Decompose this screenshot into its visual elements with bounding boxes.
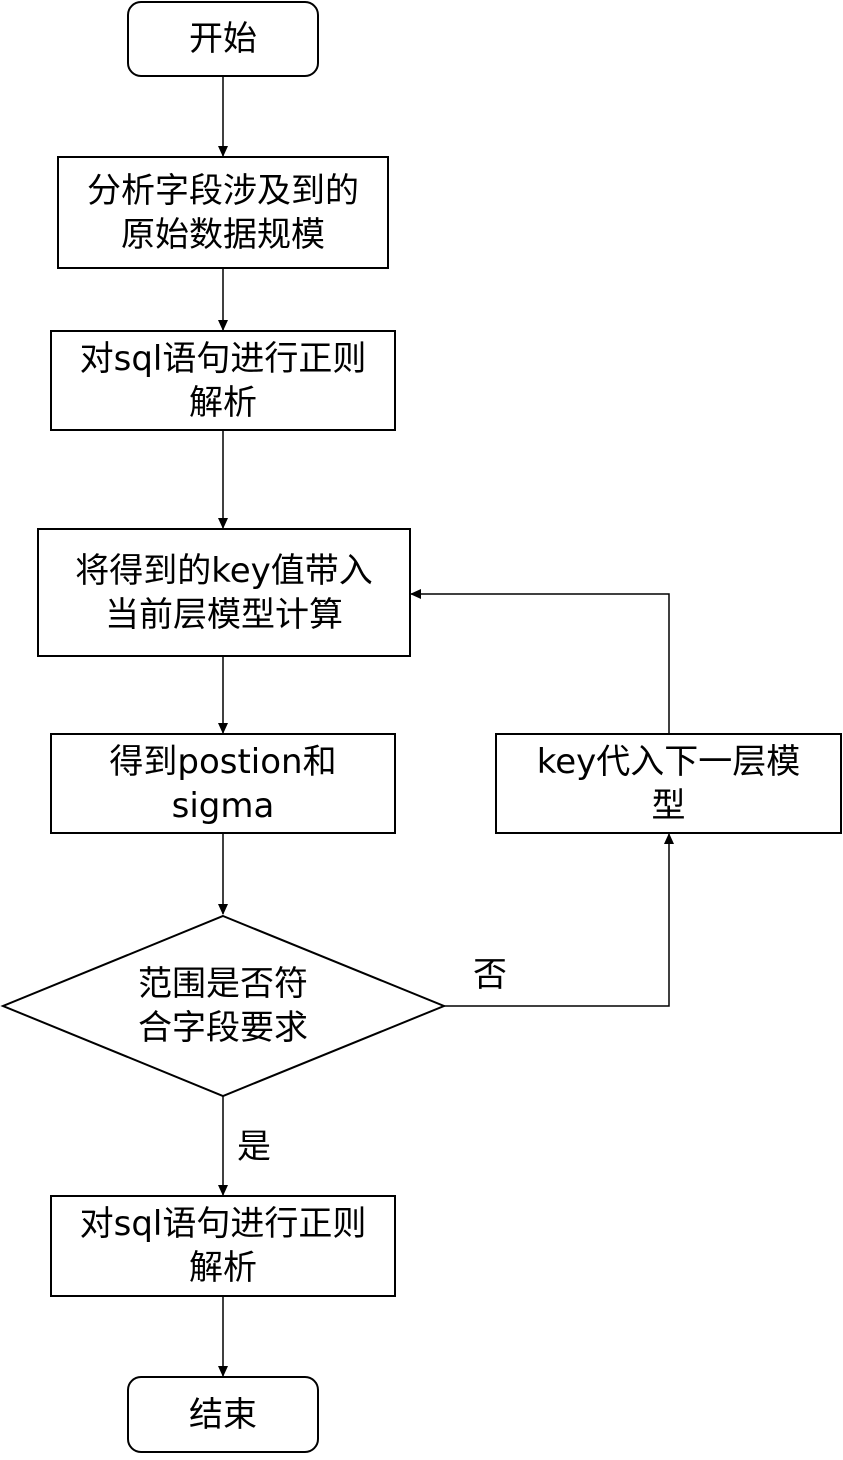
compute-current-layer-box: 将得到的key值带入 当前层模型计算 [37, 528, 411, 657]
decision-label: 范围是否符 合字段要求 [83, 956, 363, 1056]
analyze-data-scale-line2: 原始数据规模 [121, 214, 325, 255]
decision-diamond [0, 914, 447, 1098]
no-branch-label: 否 [473, 955, 507, 995]
parse-sql-regex-final-line2: 解析 [189, 1248, 257, 1288]
arrow-side-step-to-step3 [410, 589, 670, 733]
compute-current-layer-line2: 当前层模型计算 [105, 594, 343, 635]
get-position-sigma-line2: sigma [171, 785, 275, 826]
decision-label-line1: 范围是否符 [138, 964, 308, 1004]
start-node: 开始 [127, 1, 319, 77]
analyze-data-scale-box: 分析字段涉及到的 原始数据规模 [57, 156, 389, 269]
end-node-label: 结束 [189, 1394, 257, 1435]
get-position-sigma-box: 得到postion和 sigma [50, 733, 396, 834]
next-layer-model-line2: 型 [651, 785, 686, 826]
next-layer-model-line1: key代入下一层模 [536, 741, 801, 782]
decision-label-line2: 合字段要求 [138, 1008, 308, 1048]
compute-current-layer-line1: 将得到的key值带入 [75, 550, 373, 591]
end-node: 结束 [127, 1376, 319, 1453]
parse-sql-regex-final-line1: 对sql语句进行正则 [79, 1204, 367, 1244]
next-layer-model-box: key代入下一层模 型 [495, 733, 842, 834]
parse-sql-regex-box: 对sql语句进行正则 解析 [50, 330, 396, 431]
yes-branch-label: 是 [237, 1127, 271, 1167]
arrow-decision-no-to-side-step [444, 833, 674, 1007]
parse-sql-regex-final-box: 对sql语句进行正则 解析 [50, 1195, 396, 1297]
start-node-label: 开始 [189, 19, 257, 59]
parse-sql-regex-line1: 对sql语句进行正则 [79, 338, 367, 379]
get-position-sigma-line1: 得到postion和 [109, 741, 337, 782]
parse-sql-regex-line2: 解析 [189, 382, 257, 423]
analyze-data-scale-line1: 分析字段涉及到的 [87, 170, 359, 211]
